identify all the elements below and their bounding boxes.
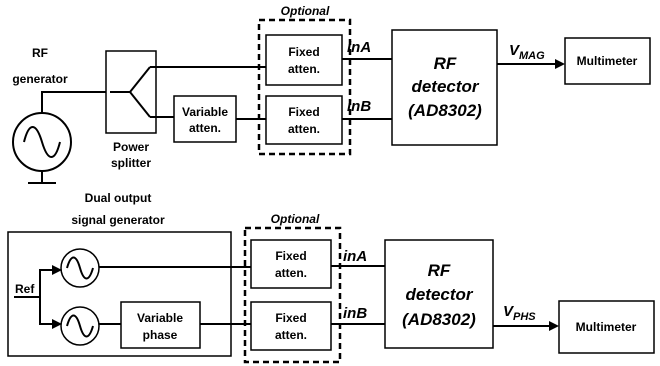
ref-to-osc2-arrow <box>39 297 62 329</box>
oscillator-2-icon <box>60 306 100 346</box>
rf-detector-label-3: (AD8302) <box>408 101 482 120</box>
fixed-atten-b-label-1: Fixed <box>288 105 319 119</box>
rf-generator-label-2: generator <box>12 72 68 86</box>
optional-group-outline <box>243 226 342 364</box>
fixed-atten-b-label-2: atten. <box>275 328 307 342</box>
rf-generator-source-icon <box>12 112 72 184</box>
fixed-atten-b-box <box>250 301 332 351</box>
dual-generator-label-1: Dual output <box>85 191 152 205</box>
fixed-atten-b-label-1: Fixed <box>275 311 306 325</box>
multimeter-label: Multimeter <box>577 54 638 68</box>
in-b-label: inB <box>343 305 367 322</box>
v-phs-label: VPHS <box>503 303 536 323</box>
multimeter-label: Multimeter <box>576 320 637 334</box>
dual-generator-label-2: signal generator <box>71 213 165 227</box>
power-splitter-label-1: Power <box>113 140 149 154</box>
bottom-diagram: Dual output signal generator Ref Variabl… <box>7 191 655 364</box>
fixed-atten-a-label-1: Fixed <box>275 249 306 263</box>
variable-atten-label-2: atten. <box>189 121 221 135</box>
rf-generator-label-1: RF <box>32 46 48 60</box>
variable-phase-box <box>120 301 201 349</box>
v-mag-label: VMAG <box>509 42 545 62</box>
variable-atten-label-1: Variable <box>182 105 228 119</box>
optional-label: Optional <box>271 212 320 226</box>
generator-to-splitter-wire <box>41 91 106 113</box>
variable-atten-box <box>173 95 237 143</box>
power-splitter-icon <box>105 50 157 134</box>
fixed-atten-a-box <box>265 34 343 86</box>
optional-group-outline <box>257 18 352 156</box>
fixed-atten-b-label-2: atten. <box>288 122 320 136</box>
fixed-atten-a-label-2: atten. <box>288 62 320 76</box>
oscillator-1-icon <box>60 248 100 288</box>
optional-label: Optional <box>281 4 330 18</box>
ref-label: Ref <box>15 282 35 296</box>
multimeter-box <box>558 300 655 354</box>
in-a-label: inA <box>343 248 367 265</box>
fixed-atten-a-box <box>250 239 332 289</box>
rf-detector-box <box>384 239 494 349</box>
fixed-atten-a-label-2: atten. <box>275 266 307 280</box>
rf-detector-label-1: RF <box>428 261 451 280</box>
variable-phase-label-1: Variable <box>137 311 183 325</box>
ref-to-osc1-arrow <box>39 265 62 297</box>
rf-detector-label-2: detector <box>405 285 473 304</box>
in-b-label: inB <box>347 98 371 115</box>
fixed-atten-a-label-1: Fixed <box>288 45 319 59</box>
fixed-atten-b-box <box>265 95 343 145</box>
rf-detector-box <box>391 29 498 146</box>
power-splitter-label-2: splitter <box>111 156 151 170</box>
top-diagram: RF generator Power splitter Variable att… <box>12 4 651 184</box>
rf-detector-label-3: (AD8302) <box>402 310 476 329</box>
variable-phase-label-2: phase <box>143 328 178 342</box>
multimeter-box <box>564 37 651 85</box>
in-a-label: inA <box>347 39 371 56</box>
rf-detector-label-1: RF <box>434 54 457 73</box>
rf-detector-label-2: detector <box>411 77 479 96</box>
